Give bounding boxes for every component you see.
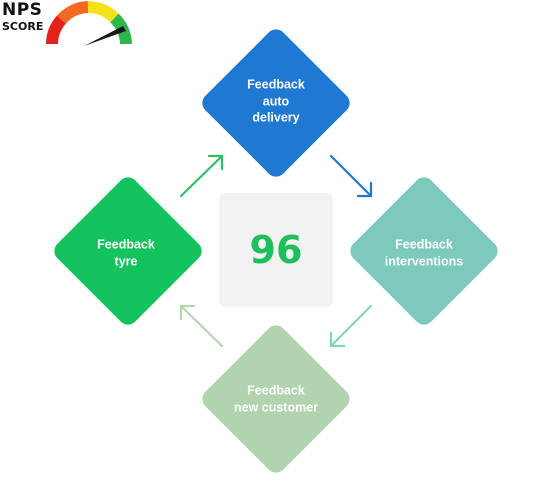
label-line: Feedback	[247, 77, 305, 92]
label-line: Feedback	[97, 237, 155, 252]
node-label-auto-delivery: Feedback auto delivery	[206, 76, 346, 126]
score-box: 96	[219, 193, 333, 307]
node-label-interventions: Feedback interventions	[354, 237, 494, 270]
label-line: new customer	[233, 400, 319, 414]
label-line: tyre	[114, 254, 138, 268]
gauge-needle	[84, 26, 126, 46]
arrow-top-to-right	[329, 154, 373, 198]
arrow-bottom-to-left	[179, 304, 224, 348]
label-line: interventions	[384, 254, 464, 268]
label-line: Feedback	[247, 383, 305, 398]
label-line: delivery	[252, 110, 300, 125]
node-label-new-customer: Feedback new customer	[206, 383, 346, 416]
gauge-segment-orange	[57, 1, 89, 24]
score-value: 96	[249, 228, 303, 272]
gauge-icon	[46, 0, 132, 46]
arrow-right-to-bottom	[329, 304, 373, 348]
label-line: auto	[262, 93, 290, 108]
gauge-segment-red	[46, 15, 67, 45]
gauge-segment-yellow	[87, 0, 119, 23]
arrow-left-to-top	[179, 154, 224, 198]
nps-score-logo: NPS SCORE	[0, 0, 140, 50]
logo-subtitle: SCORE	[2, 20, 44, 33]
logo-title: NPS	[2, 0, 43, 20]
node-label-tyre: Feedback tyre	[56, 237, 196, 270]
label-line: Feedback	[395, 237, 453, 252]
